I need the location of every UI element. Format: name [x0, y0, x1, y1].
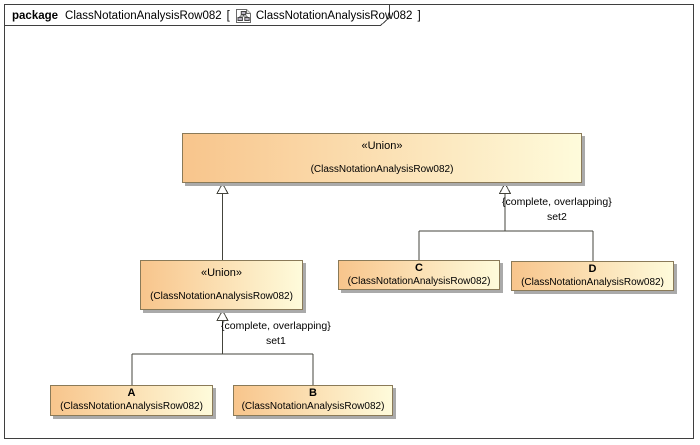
generalization-set1[interactable]	[131, 309, 314, 386]
stereotype-label: «Union»	[201, 267, 242, 279]
stereotype-label: «Union»	[361, 140, 403, 152]
set-name: set1	[265, 335, 286, 347]
class-d[interactable]: D (ClassNotationAnalysisRow082)	[511, 261, 674, 291]
set-constraint: {complete, overlapping}	[221, 320, 331, 332]
diagram-name: ClassNotationAnalysisRow082	[255, 9, 413, 22]
package-header: package ClassNotationAnalysisRow082 [ Cl…	[12, 8, 425, 23]
class-name-label: (ClassNotationAnalysisRow082)	[150, 291, 293, 302]
class-title: B	[309, 387, 317, 399]
class-name-label: (ClassNotationAnalysisRow082)	[347, 276, 491, 287]
class-c[interactable]: C (ClassNotationAnalysisRow082)	[338, 260, 500, 290]
generalization-set2-label[interactable]: {complete, overlapping} set2	[502, 195, 612, 225]
package-tab	[4, 4, 390, 26]
class-title: A	[127, 387, 136, 399]
set-constraint: {complete, overlapping}	[502, 196, 612, 208]
package-name: ClassNotationAnalysisRow082	[65, 9, 222, 22]
class-name-label: (ClassNotationAnalysisRow082)	[310, 164, 454, 175]
class-name-label: (ClassNotationAnalysisRow082)	[521, 277, 664, 288]
class-b[interactable]: B (ClassNotationAnalysisRow082)	[233, 385, 393, 416]
class-a[interactable]: A (ClassNotationAnalysisRow082)	[50, 385, 213, 416]
class-diagram-icon	[235, 8, 252, 24]
bracket-open: [	[226, 9, 230, 22]
class-name-label: (ClassNotationAnalysisRow082)	[60, 401, 203, 412]
class-union-child[interactable]: «Union» (ClassNotationAnalysisRow082)	[140, 260, 303, 310]
bracket-close: ]	[417, 9, 421, 22]
class-title: C	[415, 262, 423, 274]
generalization-set1-label[interactable]: {complete, overlapping} set1	[221, 319, 331, 349]
class-union-parent[interactable]: «Union» (ClassNotationAnalysisRow082)	[182, 133, 582, 183]
class-title: D	[588, 263, 597, 275]
generalization-set2[interactable]	[418, 182, 594, 262]
package-keyword: package	[12, 9, 59, 22]
generalization-mid-union-to-parent[interactable]	[216, 182, 229, 261]
set-name: set2	[546, 211, 567, 223]
class-name-label: (ClassNotationAnalysisRow082)	[241, 401, 385, 412]
